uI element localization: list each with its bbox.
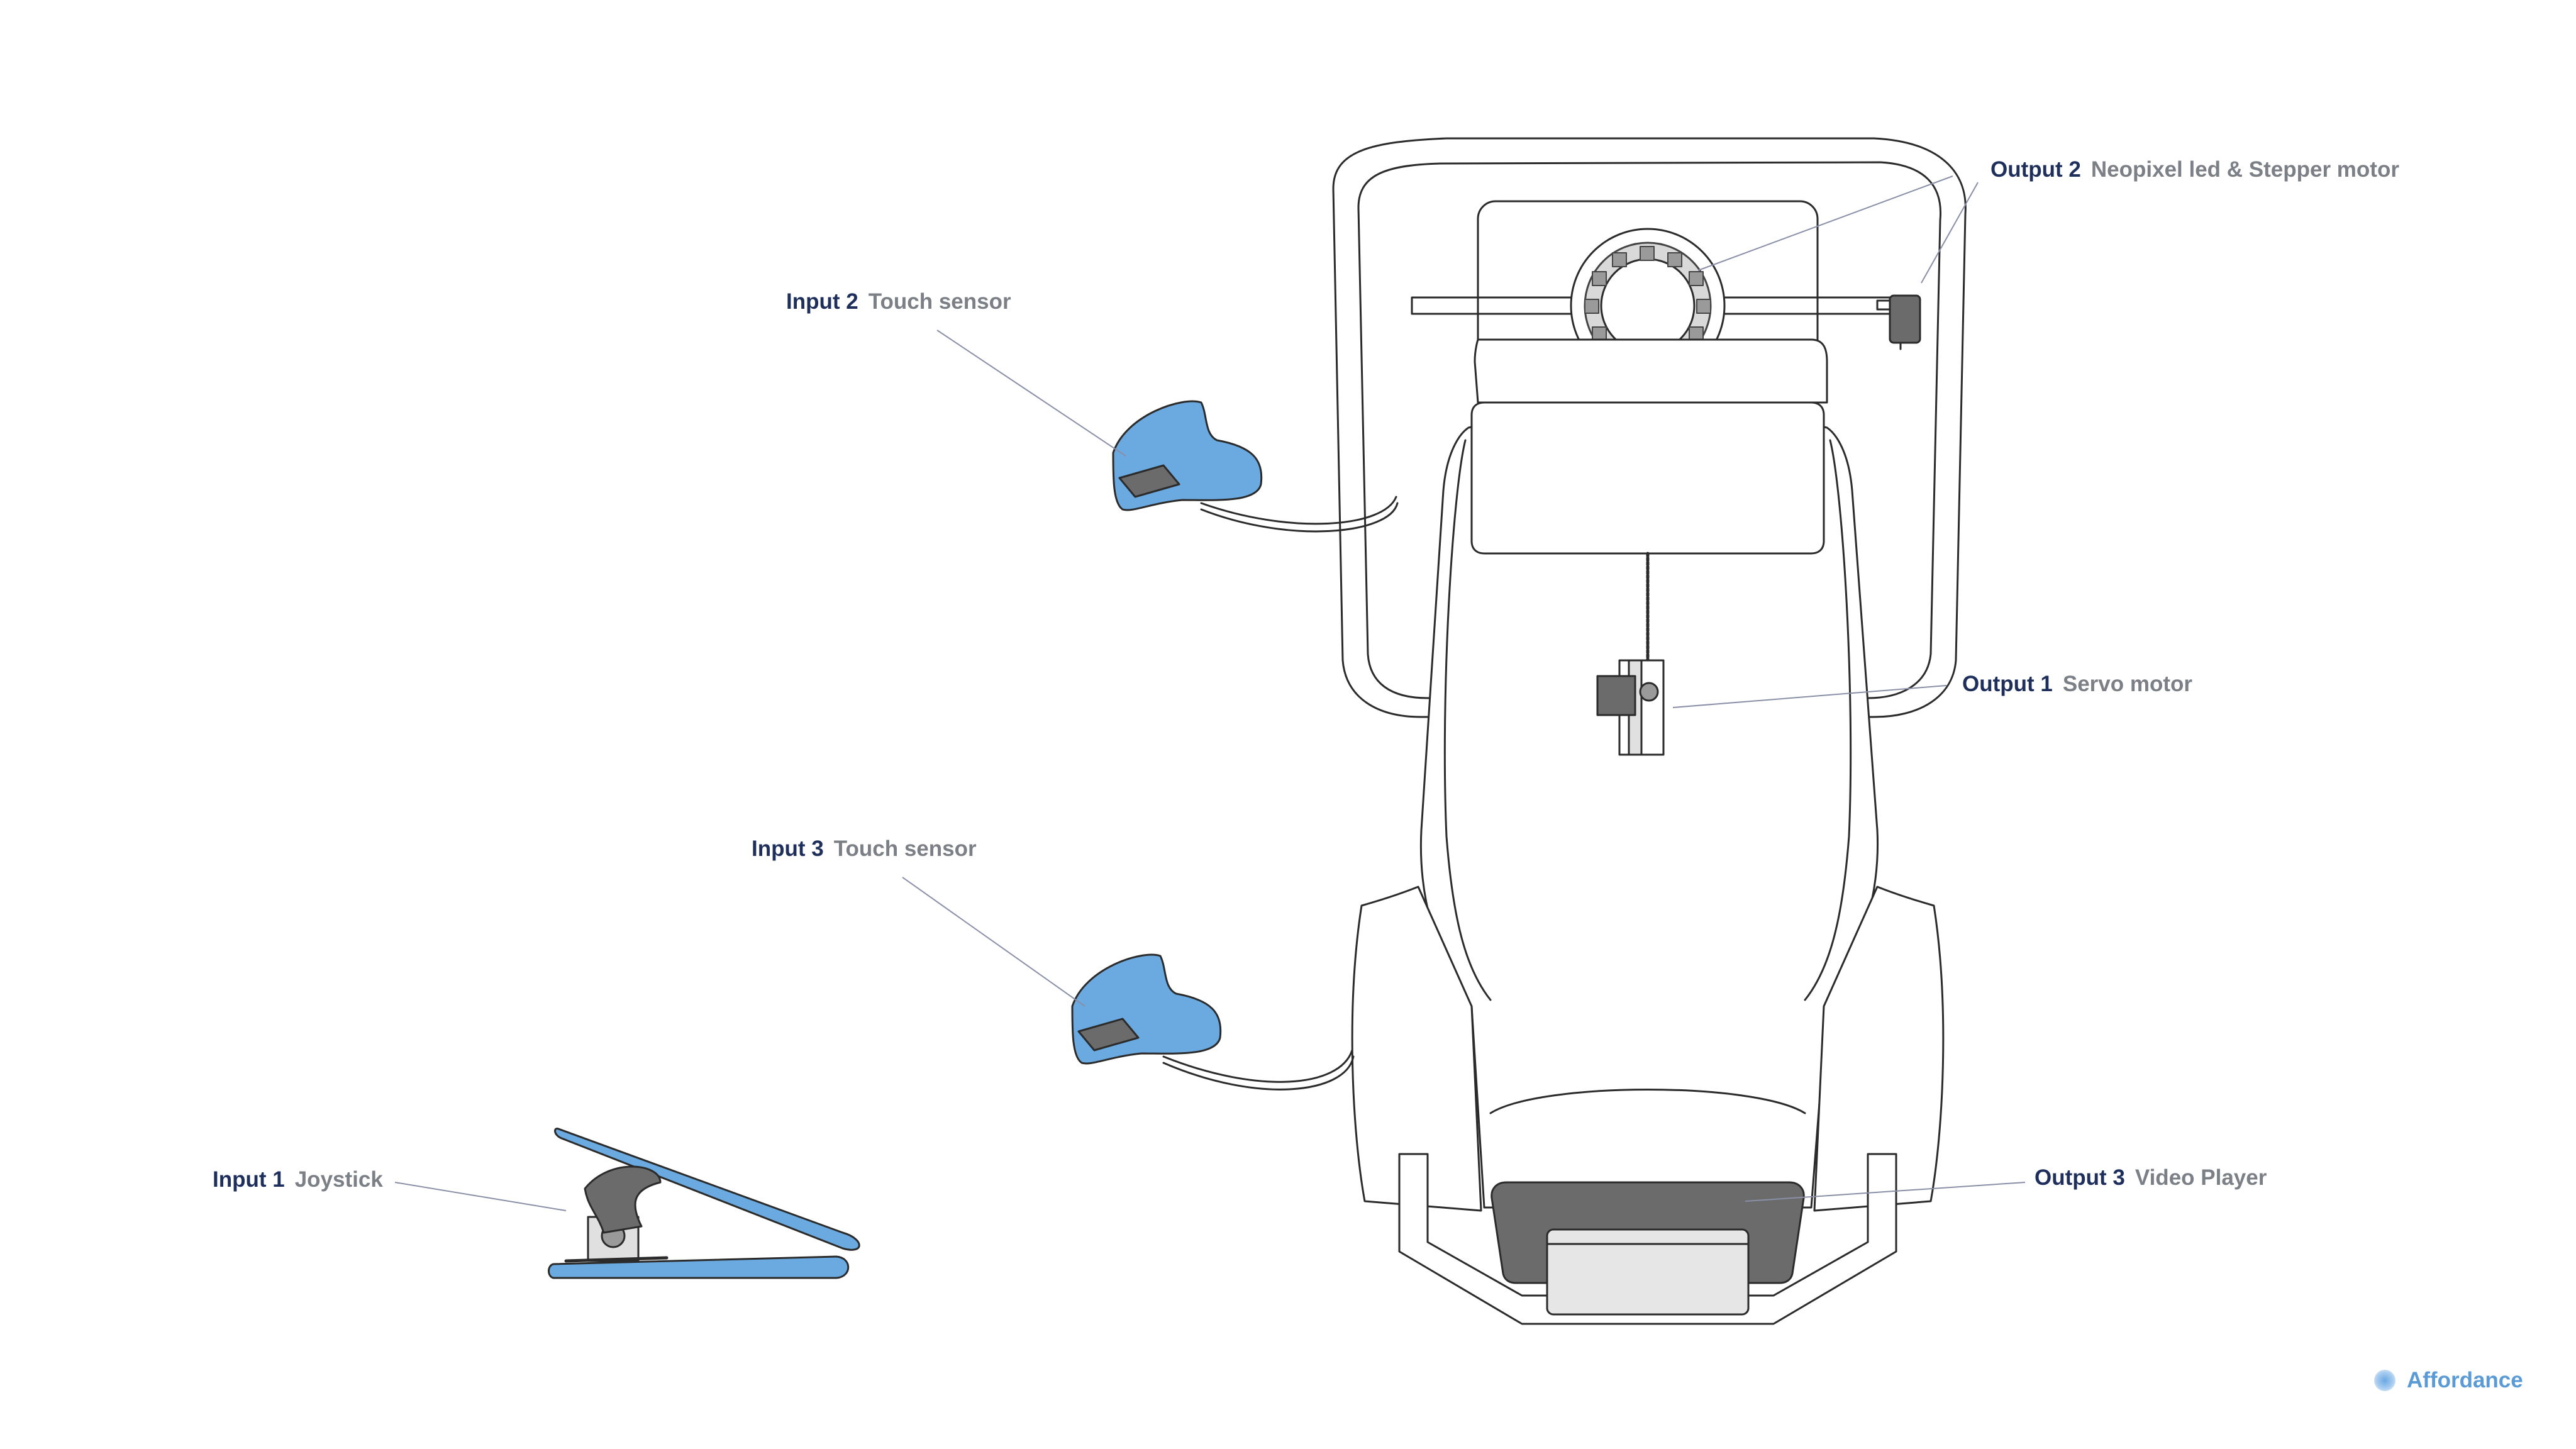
callout-input2: Input 2 Touch sensor [786,291,1011,313]
callout-input1-tag: Input 1 [213,1167,285,1192]
seat-body-inner-right [1804,439,1852,1001]
video-screen-panel [1546,1228,1750,1316]
callout-output2: Output 2 Neopixel led & Stepper motor [1990,158,2399,180]
seat-back-outer [1332,137,1967,718]
callout-input3-tag: Input 3 [752,836,824,861]
leader-output1 [1672,685,1947,708]
touch-sensor-input3 [1071,953,1222,1065]
callout-output3-tag: Output 3 [2035,1165,2125,1190]
callout-output1: Output 1 Servo motor [1962,673,2192,695]
callout-input1-desc: Joystick [294,1167,383,1192]
leader-output2-a [1697,175,1953,271]
leader-input2 [936,330,1126,457]
side-pod-left [1351,886,1482,1212]
leader-input1 [394,1182,567,1211]
brand-name: Affordance [2407,1368,2523,1392]
callout-input3: Input 3 Touch sensor [752,838,977,860]
callout-output3-desc: Video Player [2135,1165,2267,1190]
callout-input2-tag: Input 2 [786,289,858,314]
brand-logo: Affordance [2374,1368,2523,1393]
seat-pad [1470,401,1825,555]
cable-input3 [1162,1049,1353,1083]
stepper-motor [1876,294,1921,350]
servo-motor [1596,552,1665,756]
joystick-input1 [548,1128,860,1279]
cable-input3-b [1162,1055,1355,1091]
callout-input2-desc: Touch sensor [868,289,1011,314]
callout-output3: Output 3 Video Player [2035,1167,2267,1189]
callout-input3-desc: Touch sensor [833,836,977,861]
front-frame [1398,1153,1897,1325]
callout-output1-tag: Output 1 [1962,672,2053,696]
seat-cushion [1474,338,1828,404]
leader-output2-b [1921,182,1979,284]
callout-output1-desc: Servo motor [2062,672,2193,696]
leader-output3 [1745,1182,2026,1202]
leader-input3 [902,877,1085,1007]
seat-back-inner [1357,161,1942,699]
callout-output2-tag: Output 2 [1990,157,2081,182]
brand-dot-icon [2374,1370,2396,1391]
cable-input2 [1200,496,1397,525]
callout-output2-desc: Neopixel led & Stepper motor [2090,157,2399,182]
callout-input1: Input 1 Joystick [213,1169,383,1191]
touch-sensor-input2 [1112,400,1263,511]
seat-body-inner-left [1443,439,1492,1001]
side-pod-right [1813,886,1945,1212]
seat-lower-edge [1489,1089,1806,1114]
cable-input2-b [1200,502,1399,533]
